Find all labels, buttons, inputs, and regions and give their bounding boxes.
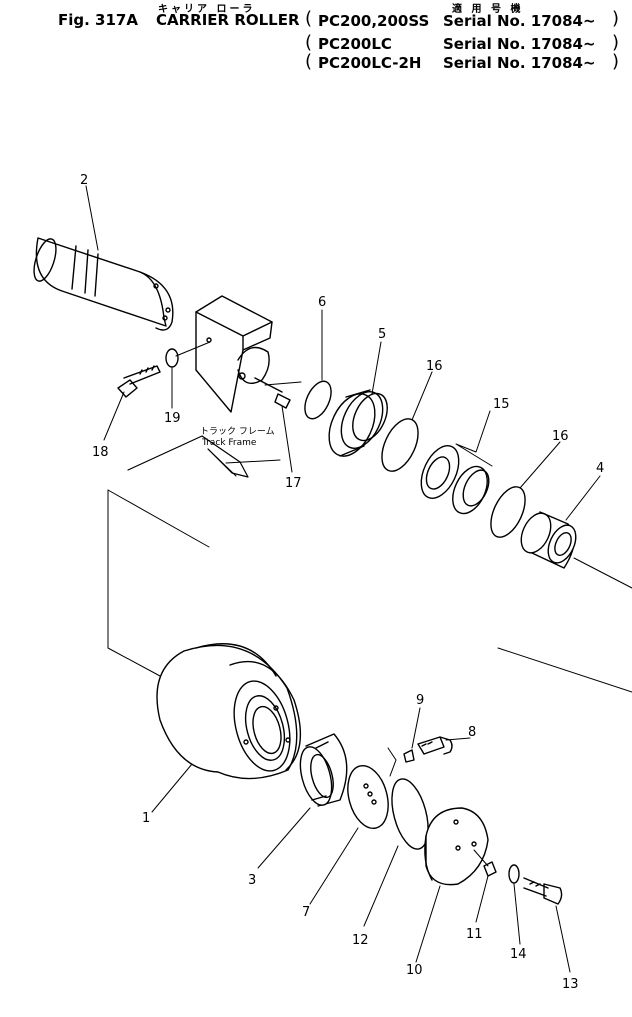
bracket-block: [195, 295, 273, 413]
figure-title: CARRIER ROLLER: [156, 11, 300, 29]
part-19-washer: [165, 348, 179, 368]
left-paren-3: (: [305, 51, 313, 72]
serial-3: Serial No. 17084~: [443, 54, 596, 72]
part-1-roller: [156, 643, 302, 780]
part-3-collar: [299, 733, 348, 807]
assembly-line-lower: [497, 647, 632, 693]
callout-10: 10: [406, 963, 423, 978]
right-paren-2: ): [612, 32, 620, 53]
callout-16-b: 16: [552, 429, 569, 444]
leader-17: [281, 405, 293, 473]
part-15-floating-seal: [420, 445, 490, 515]
part-12-o-ring: [391, 778, 429, 850]
leader-15: [455, 410, 493, 467]
leader-14: [513, 883, 521, 945]
leader-1: [151, 763, 193, 813]
assembly-line-left: [107, 489, 161, 677]
part-2-shaft: [33, 237, 174, 331]
leader-2: [85, 185, 99, 251]
callout-1: 1: [142, 811, 150, 826]
part-16-o-ring-a: [381, 418, 419, 472]
callout-18: 18: [92, 445, 109, 460]
callout-9: 9: [416, 693, 424, 708]
leader-8: [445, 737, 471, 741]
leader-13: [555, 905, 571, 973]
callout-12: 12: [352, 933, 369, 948]
callout-3: 3: [248, 873, 256, 888]
callout-14: 14: [510, 947, 527, 962]
part-14-washer: [508, 864, 520, 884]
right-paren-3: ): [612, 51, 620, 72]
part-9-lock-washer: [387, 747, 415, 777]
leader-7: [309, 827, 359, 905]
assembly-line-right: [573, 557, 632, 589]
figure-label: Fig. 317A: [58, 11, 138, 29]
callout-5: 5: [378, 327, 386, 342]
part-17-pin: [254, 377, 302, 409]
title-japanese: キャリア ローラ: [158, 4, 256, 15]
callout-16-a: 16: [426, 359, 443, 374]
leader-18: [103, 391, 125, 441]
applicability-japanese: 適 用 号 機: [452, 4, 524, 15]
model-3: PC200LC-2H: [318, 54, 422, 72]
part-5-seal: [328, 389, 388, 457]
right-paren-1: ): [612, 8, 620, 29]
serial-1: Serial No. 17084~: [443, 12, 596, 30]
callout-15: 15: [493, 397, 510, 412]
leader-4: [565, 475, 601, 521]
part-16-o-ring-b: [490, 486, 526, 538]
leader-16b: [519, 441, 561, 489]
left-paren-1: (: [305, 8, 313, 29]
part-6-o-ring: [304, 380, 332, 420]
leader-16a: [411, 371, 433, 421]
callout-19: 19: [164, 411, 181, 426]
model-1: PC200,200SS: [318, 12, 430, 30]
track-frame-label-en: Track Frame: [201, 438, 257, 448]
callout-11: 11: [466, 927, 483, 942]
part-4-bushing: [520, 511, 577, 569]
track-frame-outline: [127, 435, 249, 478]
leader-5: [371, 341, 382, 395]
callout-13: 13: [562, 977, 579, 992]
part-10-cover: [424, 807, 489, 886]
callout-7: 7: [302, 905, 310, 920]
left-paren-2: (: [305, 32, 313, 53]
leader-3: [257, 807, 311, 869]
leader-9: [411, 707, 421, 749]
assembly-line-upper: [107, 489, 210, 548]
serial-2: Serial No. 17084~: [443, 35, 596, 53]
leader-11: [475, 875, 489, 923]
part-7-plate: [347, 765, 389, 829]
track-frame-label-jp: トラック フレーム: [200, 426, 275, 437]
callout-4: 4: [596, 461, 604, 476]
callout-8: 8: [468, 725, 476, 740]
model-2: PC200LC: [318, 35, 392, 53]
part-13-bolt: [523, 877, 563, 905]
leader-10: [415, 885, 441, 963]
callout-6: 6: [318, 295, 326, 310]
leader-12: [363, 845, 399, 927]
callout-17: 17: [285, 476, 302, 491]
callout-2: 2: [80, 173, 88, 188]
